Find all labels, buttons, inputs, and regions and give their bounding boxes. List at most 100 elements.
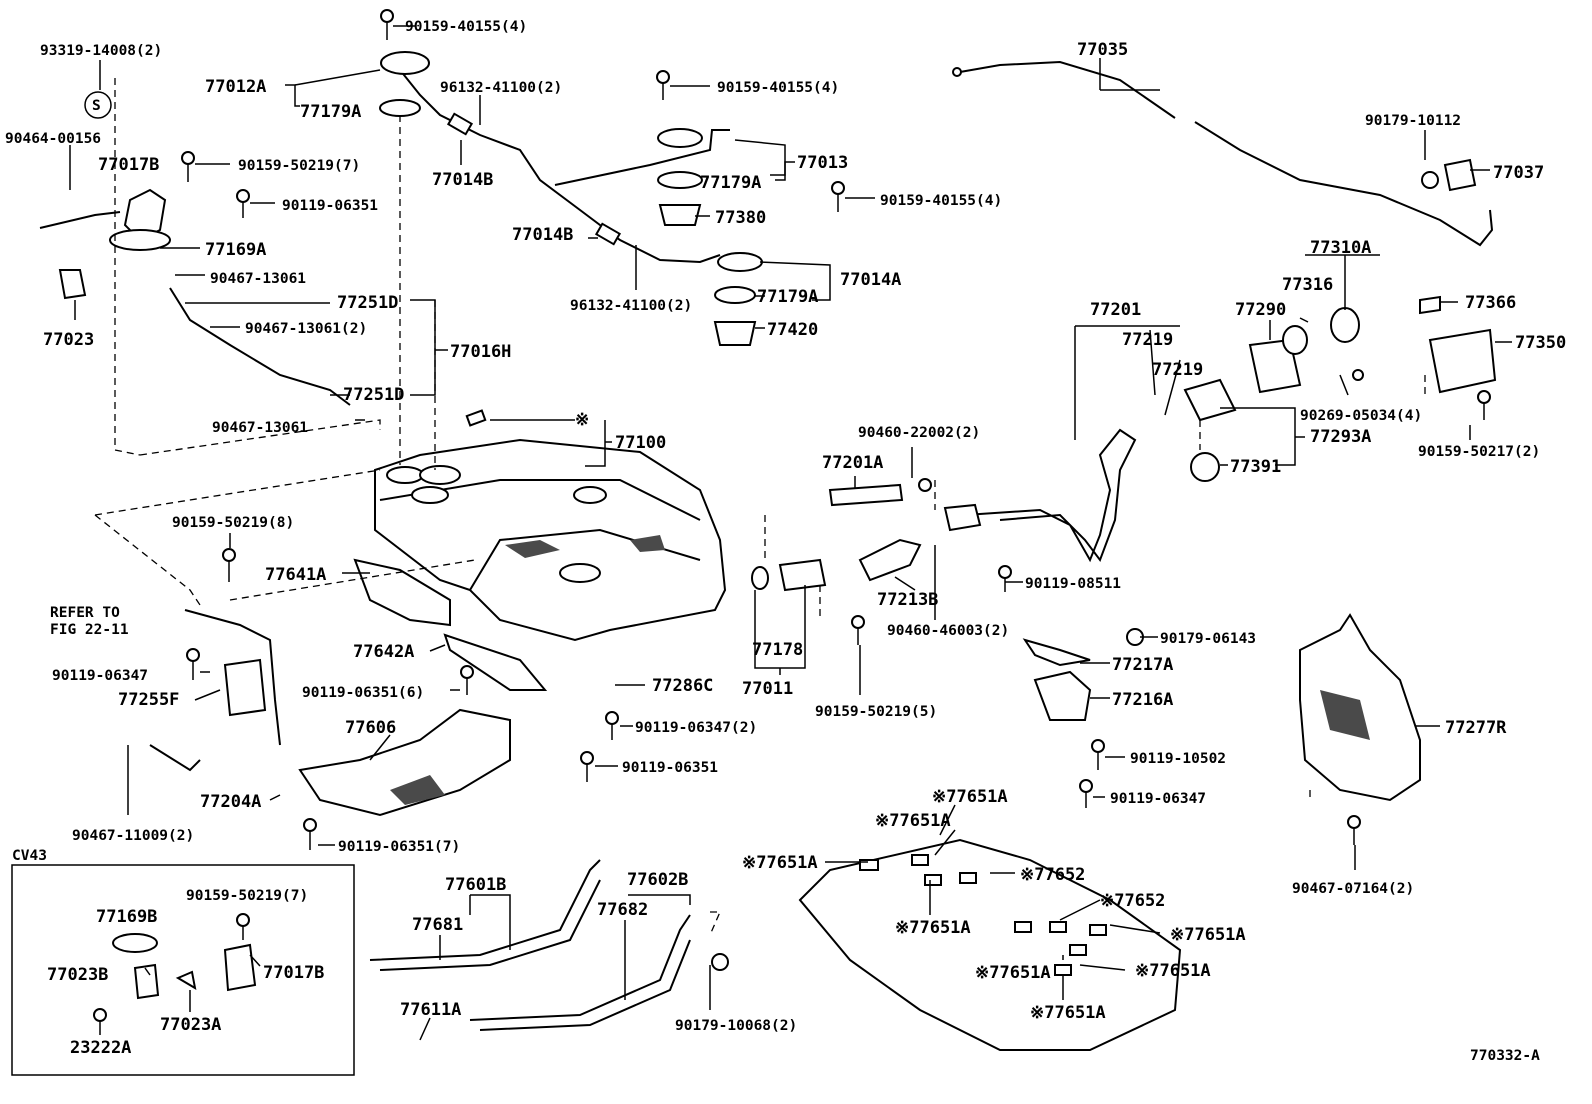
label-90467-13061-b: 90467-13061 <box>212 420 308 436</box>
label-77201A: 77201A <box>822 453 883 473</box>
label-77651A-6: ※77651A <box>975 963 1051 983</box>
label-77651A-5: ※77651A <box>1170 925 1246 945</box>
label-77651A-4: ※77651A <box>895 918 971 938</box>
bolt-icon <box>605 711 619 740</box>
label-77216A: 77216A <box>1112 690 1173 710</box>
label-77651A-1: ※77651A <box>932 787 1008 807</box>
label-77652-a: ※77652 <box>1020 865 1085 885</box>
filler-brackets <box>1022 638 1092 721</box>
bolt-icon <box>303 818 317 850</box>
label-90467-07164: 90467-07164(2) <box>1292 881 1414 897</box>
label-77642A: 77642A <box>353 642 414 662</box>
label-90159-40155-mid: 90159-40155(4) <box>717 80 839 96</box>
part-labels: 93319-14008(2) 90159-40155(4) 77012A 961… <box>5 19 1566 1064</box>
label-77169B: 77169B <box>96 907 157 927</box>
label-77201: 77201 <box>1090 300 1141 320</box>
bolt-icon <box>222 548 236 582</box>
inset-box-cv43 <box>11 864 355 1076</box>
fuel-door-cable <box>952 60 1494 247</box>
bolt-icon <box>1352 369 1364 381</box>
label-77277R: 77277R <box>1445 718 1507 738</box>
label-23222A: 23222A <box>70 1038 131 1058</box>
label-90460-46003: 90460-46003(2) <box>887 623 1009 639</box>
label-96132-41100-mid: 96132-41100(2) <box>570 298 692 314</box>
bolt-icon <box>1091 739 1105 770</box>
label-77011: 77011 <box>742 679 793 699</box>
fuel-tank <box>374 409 727 642</box>
label-77255F: 77255F <box>118 690 179 710</box>
inlet-parts <box>751 483 922 592</box>
label-77037: 77037 <box>1493 163 1544 183</box>
label-90159-50219-5: 90159-50219(5) <box>815 704 937 720</box>
label-90119-06351-top: 90119-06351 <box>282 198 378 214</box>
label-77178: 77178 <box>752 640 803 660</box>
label-90460-22002: 90460-22002(2) <box>858 425 980 441</box>
label-77219-a: 77219 <box>1122 330 1173 350</box>
bolt-icon <box>1477 390 1491 420</box>
label-77682: 77682 <box>597 900 648 920</box>
label-77290: 77290 <box>1235 300 1286 320</box>
vent-tubes <box>379 51 763 346</box>
label-77169A: 77169A <box>205 240 266 260</box>
label-90179-06143: 90179-06143 <box>1160 631 1256 647</box>
label-77204A: 77204A <box>200 792 261 812</box>
label-77035: 77035 <box>1077 40 1128 60</box>
label-90119-08511: 90119-08511 <box>1025 576 1121 592</box>
fuel-pump-assembly <box>39 188 351 406</box>
label-77017B-b: 77017B <box>263 963 324 983</box>
label-90159-50219-7b: 90159-50219(7) <box>186 888 308 904</box>
label-77380: 77380 <box>715 208 766 228</box>
label-90159-50219-8: 90159-50219(8) <box>172 515 294 531</box>
label-90119-06351-6: 90119-06351(6) <box>302 685 424 701</box>
bolt-icon <box>1079 779 1093 808</box>
filler-cap-area <box>1183 158 1497 482</box>
label-90159-50217: 90159-50217(2) <box>1418 444 1540 460</box>
label-77420: 77420 <box>767 320 818 340</box>
filler-neck <box>943 428 1137 563</box>
label-77681: 77681 <box>412 915 463 935</box>
label-90269-05034: 90269-05034(4) <box>1300 408 1422 424</box>
bolt-icon <box>580 751 594 782</box>
label-77100-mark: ※ <box>575 410 589 430</box>
label-77651A-3: ※77651A <box>742 853 818 873</box>
bolt-icon <box>380 9 394 40</box>
label-90159-40155-r: 90159-40155(4) <box>880 193 1002 209</box>
label-77179A-top: 77179A <box>300 102 361 122</box>
label-77366: 77366 <box>1465 293 1516 313</box>
bolt-icon <box>460 665 474 695</box>
label-96132-41100-top: 96132-41100(2) <box>440 80 562 96</box>
bolt-icon <box>998 565 1012 592</box>
label-77014A: 77014A <box>840 270 901 290</box>
label-90159-50219-7: 90159-50219(7) <box>238 158 360 174</box>
bolt-icon <box>851 615 865 645</box>
label-77391: 77391 <box>1230 457 1281 477</box>
label-77217A: 77217A <box>1112 655 1173 675</box>
label-77017B: 77017B <box>98 155 159 175</box>
inset-parts <box>93 933 257 1022</box>
leader-lines <box>69 25 1512 1041</box>
label-77606: 77606 <box>345 718 396 738</box>
label-77023: 77023 <box>43 330 94 350</box>
bolt-icon <box>656 70 670 100</box>
tank-protector-right <box>1299 613 1421 802</box>
label-90179-10112: 90179-10112 <box>1365 113 1461 129</box>
label-77219-b: 77219 <box>1152 360 1203 380</box>
bolt-icons: S <box>84 9 1491 971</box>
label-77641A: 77641A <box>265 565 326 585</box>
label-77213B: 77213B <box>877 590 938 610</box>
label-90119-10502: 90119-10502 <box>1130 751 1226 767</box>
label-90119-06347-2: 90119-06347(2) <box>635 720 757 736</box>
label-90467-13061-2: 90467-13061(2) <box>245 321 367 337</box>
label-90119-06347-a: 90119-06347 <box>52 668 148 684</box>
bolt-icon <box>181 151 195 182</box>
label-90119-06351-b: 90119-06351 <box>622 760 718 776</box>
label-77651A-8: ※77651A <box>1030 1003 1106 1023</box>
label-refer-to: REFER TO <box>50 605 120 621</box>
label-cv43: CV43 <box>12 848 47 864</box>
bolt-icon <box>918 478 932 492</box>
label-77014B-mid: 77014B <box>512 225 573 245</box>
bolt-icon <box>831 181 845 212</box>
label-90464-00156: 90464-00156 <box>5 131 101 147</box>
label-93319-14008: 93319-14008(2) <box>40 43 162 59</box>
